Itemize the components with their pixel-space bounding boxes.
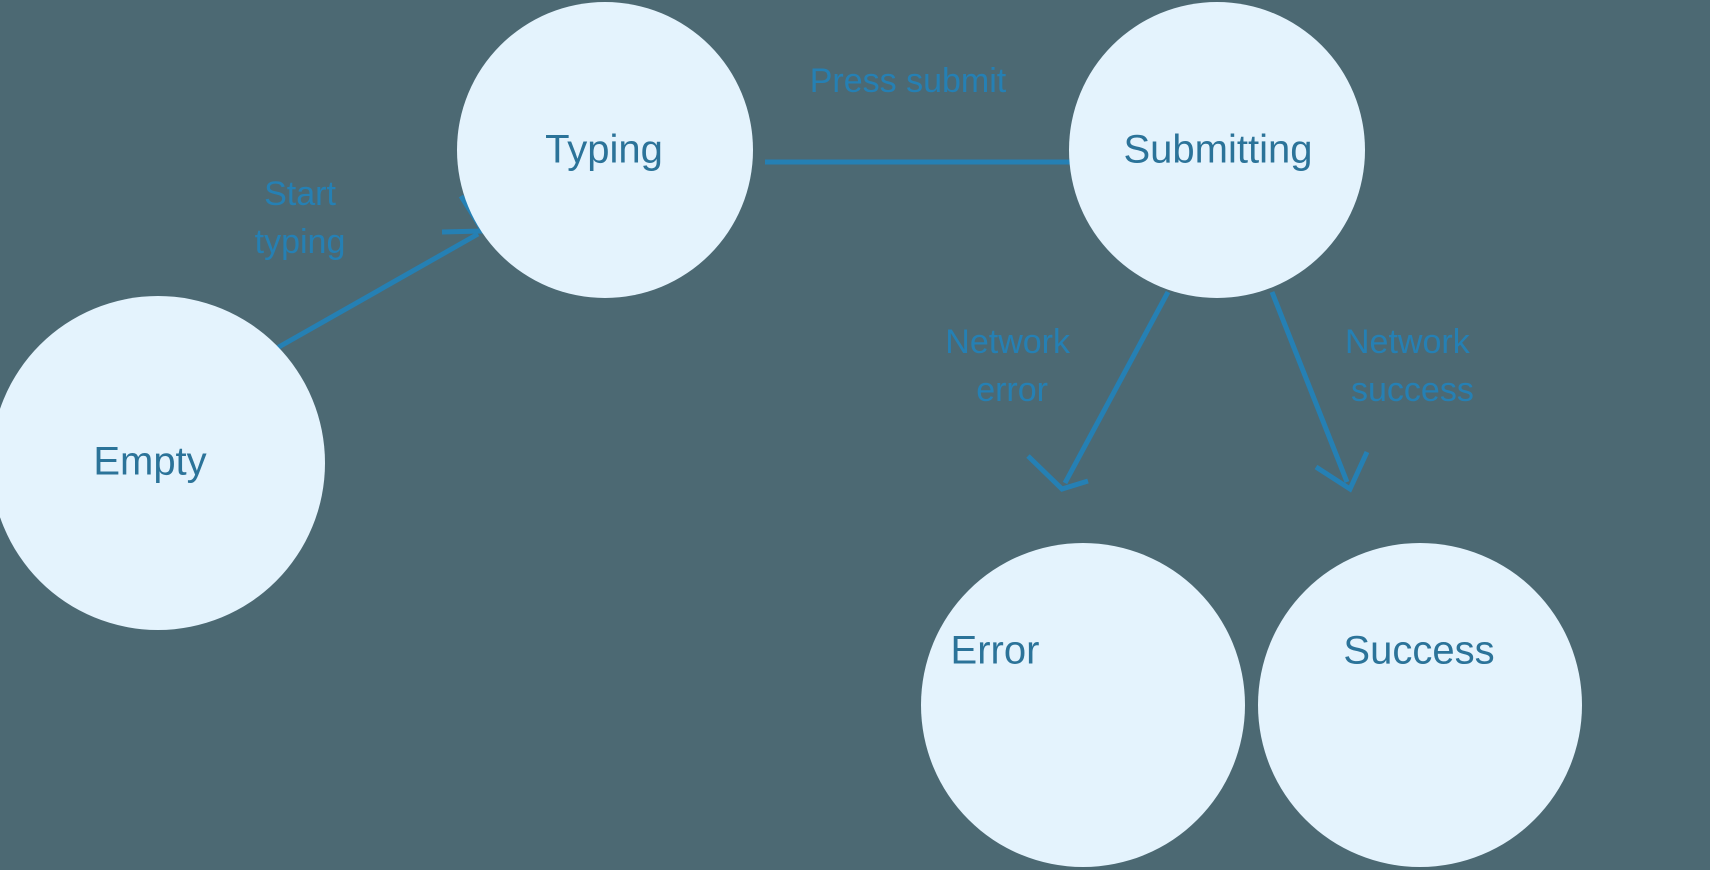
edge-empty-to-typing-label-line2: typing [255, 223, 346, 261]
node-typing-label: Typing [545, 128, 663, 172]
edge-submitting-to-error-label-line2: error [976, 371, 1048, 409]
edge-empty-to-typing-line [268, 231, 480, 355]
edge-submitting-to-error-line [1062, 290, 1171, 485]
edge-empty-to-typing: Start typing [255, 175, 488, 355]
node-success-circle[interactable] [1258, 543, 1582, 867]
edge-submitting-to-success-arrowhead [1314, 450, 1370, 493]
node-empty[interactable]: Empty [0, 296, 325, 630]
edge-submitting-to-success-label-line1: Network [1345, 323, 1471, 361]
node-error[interactable]: Error [921, 543, 1245, 867]
node-empty-label: Empty [93, 440, 206, 484]
edge-submitting-to-success-line [1269, 291, 1350, 483]
node-success-label: Success [1343, 629, 1494, 673]
node-submitting[interactable]: Submitting [1069, 2, 1365, 298]
node-empty-circle[interactable] [0, 296, 325, 630]
node-submitting-label: Submitting [1124, 128, 1313, 172]
edge-empty-to-typing-label-line1: Start [264, 175, 336, 213]
node-success[interactable]: Success [1258, 543, 1582, 867]
edge-submitting-to-success: Network success [1269, 291, 1474, 493]
node-error-circle[interactable] [921, 543, 1245, 867]
edge-submitting-to-error-arrowhead [1026, 454, 1089, 492]
edge-typing-to-submitting: Press submit [765, 62, 1146, 199]
edge-submitting-to-error-label-line1: Network [945, 323, 1071, 361]
node-typing[interactable]: Typing [457, 2, 753, 298]
edge-submitting-to-success-label-line2: success [1351, 371, 1474, 409]
node-error-label: Error [951, 629, 1040, 673]
node-typing-circle[interactable] [457, 2, 753, 298]
edge-typing-to-submitting-label-line1: Press submit [810, 62, 1007, 100]
edge-submitting-to-error: Network error [945, 290, 1171, 492]
node-submitting-circle[interactable] [1069, 2, 1365, 298]
